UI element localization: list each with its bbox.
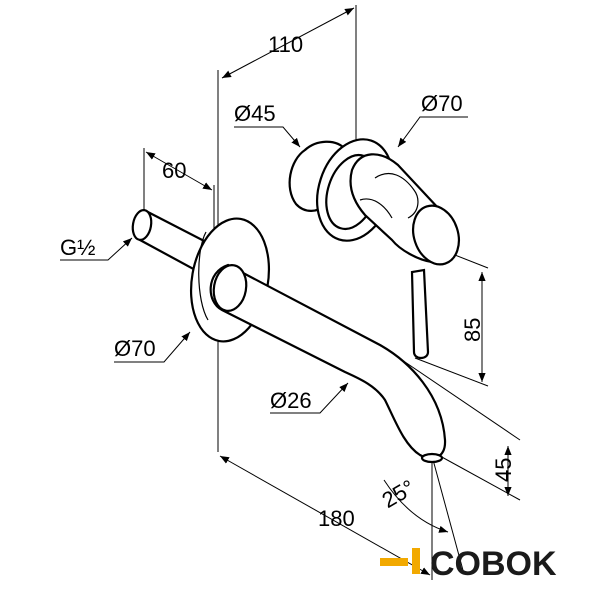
spout-diameter-label: Ø26 [270,388,312,413]
thread-label: G½ [60,235,95,260]
lever-height-label: 85 [460,318,485,342]
watermark-text: COBOK [430,545,557,583]
mixer-knob [288,138,460,360]
rosette-diameter-label: Ø70 [114,336,156,361]
dimension-labels: 110 60 G½ Ø45 Ø70 Ø70 Ø26 85 45 25° 180 [60,32,516,531]
top-span-label: 110 [268,32,303,57]
watermark-logo: COBOK [380,545,557,583]
knob-small-diameter-label: Ø45 [234,101,276,126]
spout [209,263,447,464]
spout-reach-label: 180 [318,506,355,531]
spout-drop-label: 45 [491,458,516,482]
stub-length-label: 60 [162,158,186,183]
leader-lines [60,116,468,414]
dimension-lines [145,7,512,576]
watermark-accent-bar [380,558,408,566]
knob-diameter-label: Ø70 [421,91,463,116]
